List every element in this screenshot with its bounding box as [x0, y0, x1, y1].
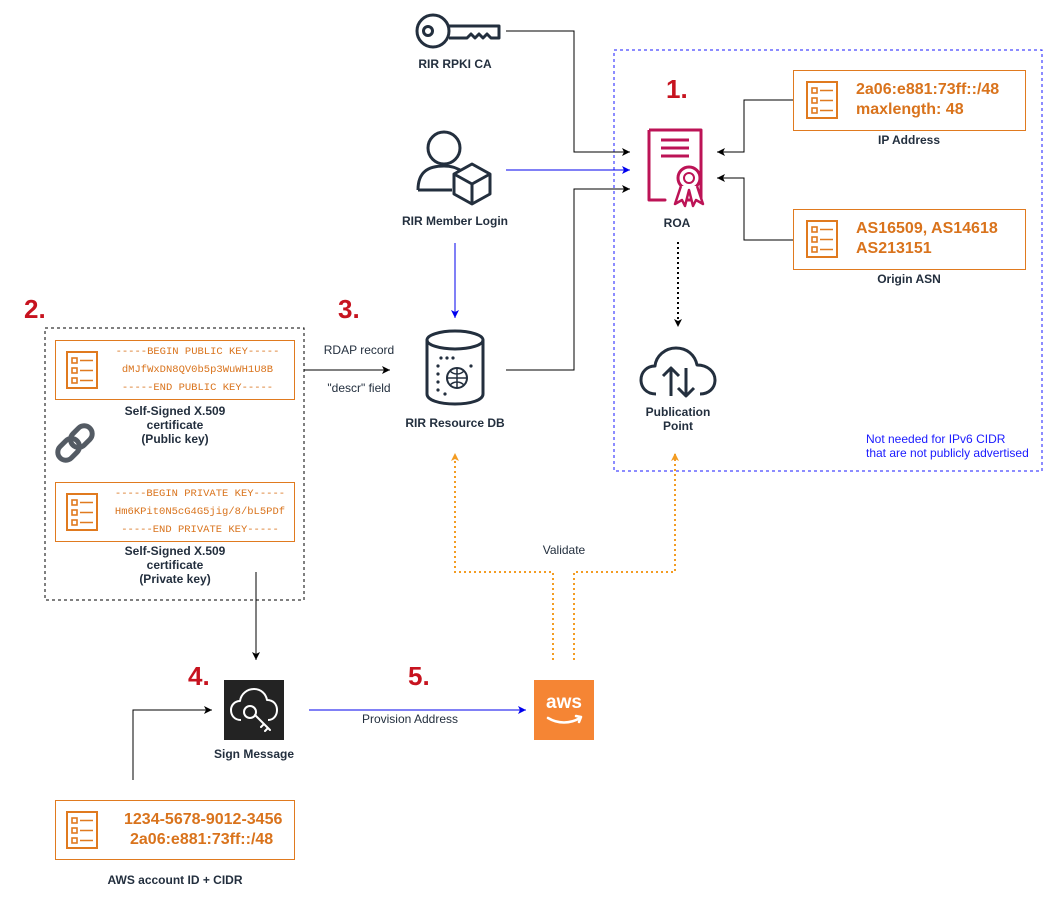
edge-resource-db-to-roa: [506, 185, 630, 371]
provision-address-label: Provision Address: [361, 712, 459, 726]
public-key-value: dMJfWxDN8QV0b5p3WuWH1U8B: [121, 364, 274, 376]
sign-message-label: Sign Message: [213, 747, 295, 761]
public-key-begin: -----BEGIN PUBLIC KEY-----: [115, 346, 280, 358]
private-key-end: -----END PRIVATE KEY-----: [121, 524, 279, 536]
private-key-box: [55, 482, 295, 542]
private-key-begin: -----BEGIN PRIVATE KEY-----: [114, 488, 286, 500]
origin-asn-caption: Origin ASN: [877, 272, 941, 286]
origin-asn-line2: AS213151: [856, 240, 932, 257]
chain-link-icon: [55, 423, 95, 463]
public-key-caption-line1: Self-Signed X.509: [124, 404, 226, 418]
edge-ip-address-to-roa: [717, 99, 793, 156]
private-key-caption-line3: (Private key): [139, 572, 211, 586]
document-list-icon: [66, 811, 98, 849]
aws-logo-icon: aws: [534, 680, 594, 740]
rdap-record-label: RDAP record: [323, 343, 395, 357]
certificate-group-container: [44, 327, 305, 601]
user-cube-icon: [416, 130, 492, 206]
aws-logo-text: aws: [546, 692, 582, 713]
edge-rpki-ca-to-roa: [506, 30, 630, 156]
account-id-line: 1234-5678-9012-3456: [124, 811, 283, 828]
private-key-value: Hm6KPit0N5cG4G5jig/8/bL5PDf: [114, 506, 286, 518]
edge-origin-asn-to-roa: [717, 174, 793, 241]
cloud-upload-download-icon: [639, 346, 717, 398]
edge-aws-validate-resource-db: [451, 453, 554, 660]
account-cidr-line: 2a06:e881:73ff::/48: [130, 831, 274, 848]
step-2-number: 2.: [24, 294, 46, 324]
rpki-ca-label: RIR RPKI CA: [418, 57, 492, 71]
document-list-icon: [806, 81, 838, 119]
public-key-caption-line2: certificate: [146, 418, 204, 432]
public-key-box: [55, 340, 295, 400]
validate-label: Validate: [542, 543, 586, 557]
step-5-number: 5.: [408, 661, 430, 691]
key-icon: [415, 13, 501, 49]
resource-db-label: RIR Resource DB: [405, 416, 505, 430]
publication-point-label-line1: Publication: [645, 405, 711, 419]
account-caption: AWS account ID + CIDR: [107, 873, 243, 887]
origin-asn-line1: AS16509, AS14618: [856, 220, 998, 237]
roa-group-container: [613, 49, 1043, 472]
certificate-ribbon-icon: [647, 128, 705, 208]
roa-label: ROA: [663, 216, 691, 230]
member-login-label: RIR Member Login: [401, 214, 508, 228]
database-globe-icon: [425, 329, 485, 406]
descr-field-label: "descr" field: [327, 381, 391, 395]
step-3-number: 3.: [338, 294, 360, 324]
public-key-caption-line3: (Public key): [141, 432, 209, 446]
edge-account-to-sign-message: [132, 706, 212, 780]
document-list-icon: [806, 220, 838, 258]
note-line2: that are not publicly advertised: [866, 446, 1029, 460]
publication-point-label-line2: Point: [663, 419, 693, 433]
aws-smile-icon: [546, 714, 583, 724]
ip-address-line2: maxlength: 48: [856, 101, 964, 118]
private-key-caption-line1: Self-Signed X.509: [124, 544, 226, 558]
document-list-icon: [66, 493, 98, 531]
public-key-end: -----END PUBLIC KEY-----: [121, 382, 274, 394]
step-1-number: 1.: [666, 74, 688, 104]
private-key-caption-line2: certificate: [146, 558, 204, 572]
account-box: [55, 800, 295, 860]
ip-address-caption: IP Address: [877, 133, 941, 147]
document-list-icon: [66, 351, 98, 389]
note-line1: Not needed for IPv6 CIDR: [866, 432, 1006, 446]
ip-address-line1: 2a06:e881:73ff::/48: [856, 81, 1000, 98]
step-4-number: 4.: [188, 661, 210, 691]
cloud-key-icon: [224, 680, 284, 740]
